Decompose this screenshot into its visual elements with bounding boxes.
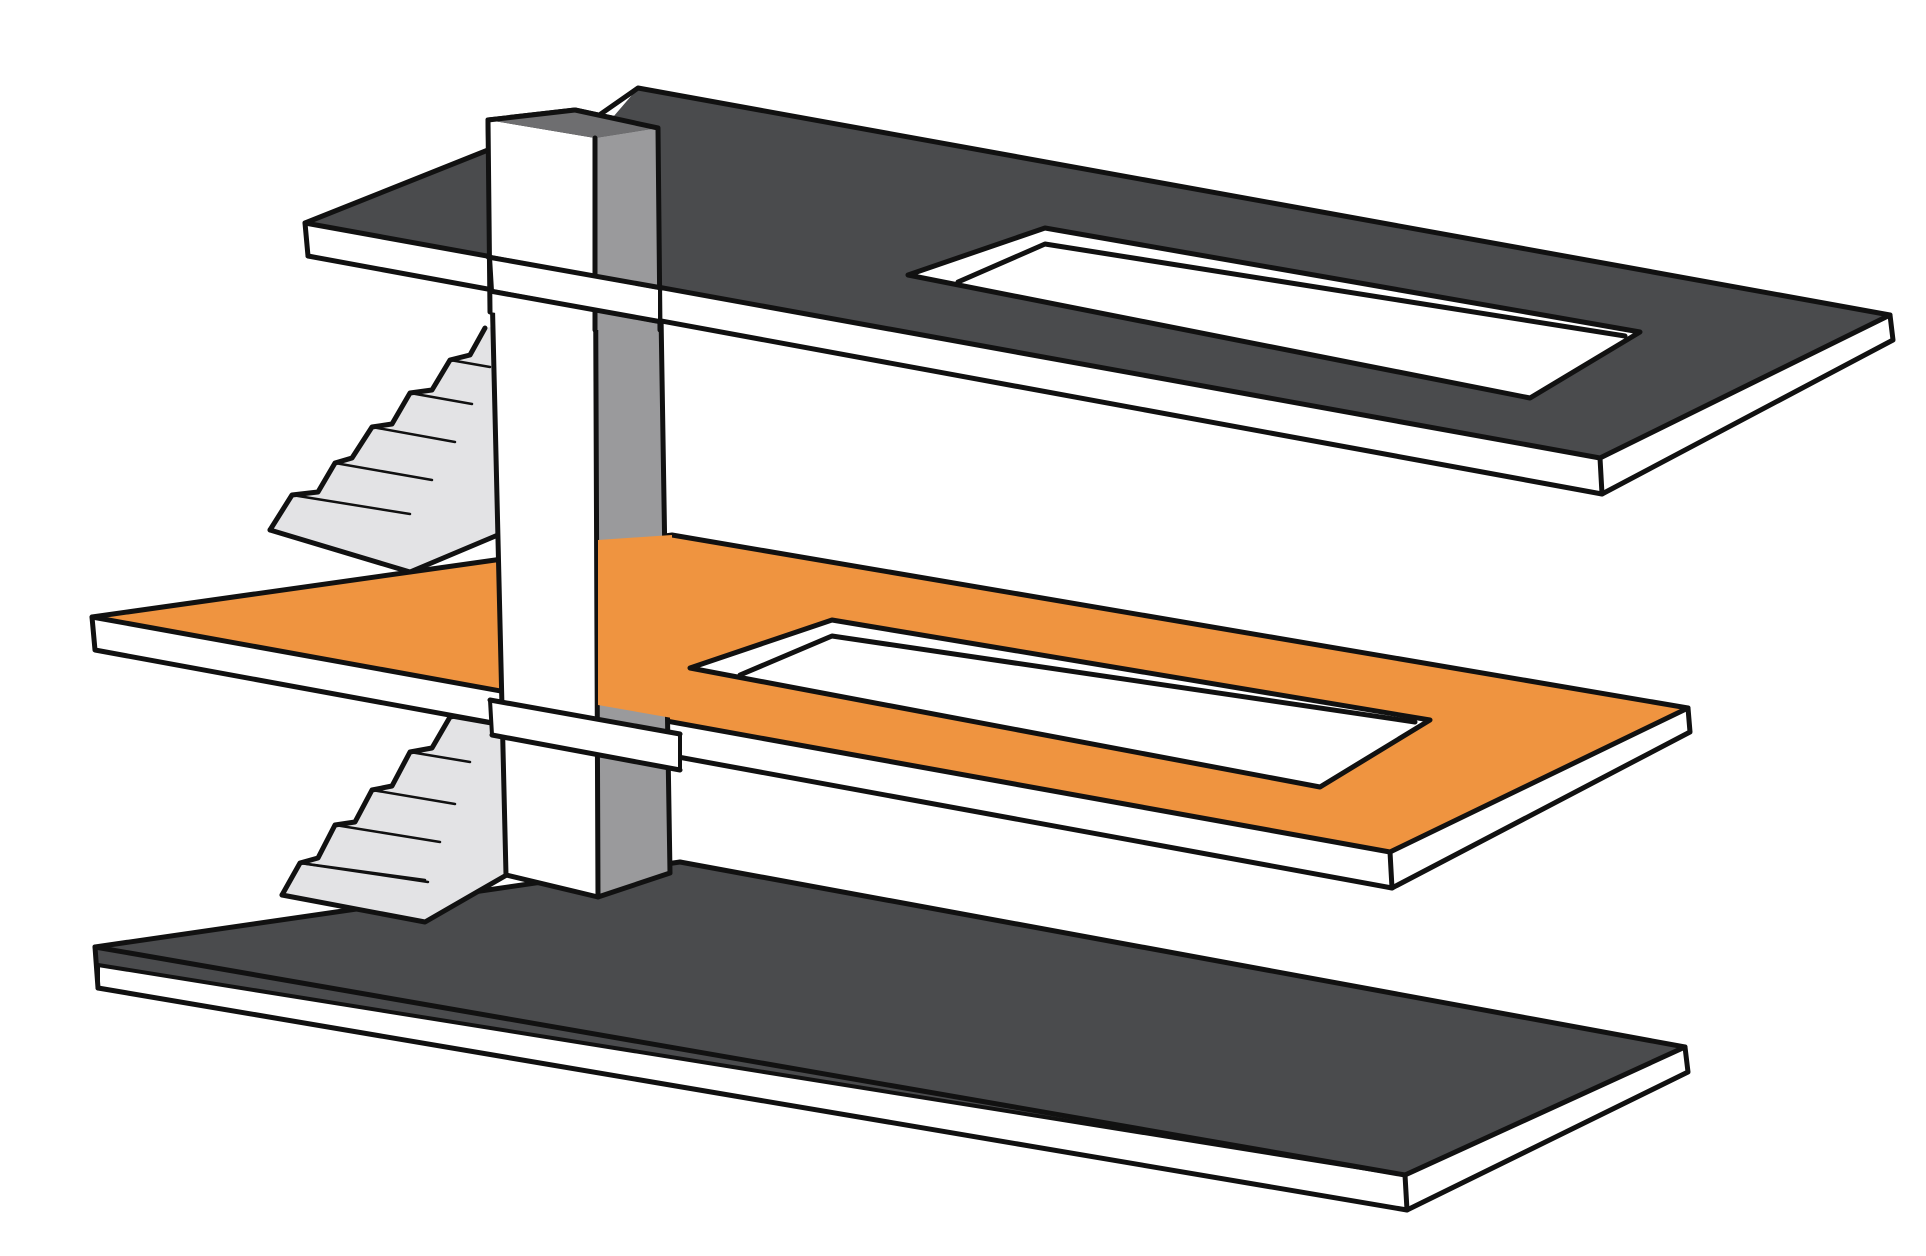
bottom-floor-corner-line xyxy=(1402,1172,1410,1213)
bottom-floor-back-edge-line xyxy=(95,859,1691,1213)
middle-floor xyxy=(89,532,1693,891)
upper-stair-tread-2 xyxy=(333,461,434,482)
column-cap-outline xyxy=(485,107,663,333)
upper-stair-steps xyxy=(267,325,488,533)
lower-stair-tread-2 xyxy=(333,823,442,844)
column-through-top-floor xyxy=(485,107,665,333)
upper-stair-body xyxy=(270,325,505,572)
upper-stair-side-outline xyxy=(267,527,508,575)
upper-stair-tread-3 xyxy=(370,425,457,444)
lower-stair-tread-3 xyxy=(370,788,457,806)
top-floor-back-outline xyxy=(305,85,1896,497)
middle-floor-corner-line xyxy=(1387,849,1395,891)
top-floor-corner-line xyxy=(1597,455,1605,497)
lower-stair-tread-1 xyxy=(298,861,430,884)
upper-stair xyxy=(267,325,508,575)
upper-stair-tread-1 xyxy=(290,493,412,516)
top-floor-opening xyxy=(908,228,1640,398)
middle-floor-front-overlap xyxy=(487,535,683,773)
top-floor-edge-line-upper xyxy=(485,254,665,291)
bottom-floor xyxy=(92,859,1691,1213)
top-floor-opening-inner-edge xyxy=(955,241,1628,339)
middle-floor-opening-outline xyxy=(687,617,1433,790)
lower-stair-tread-4 xyxy=(408,750,472,764)
upper-stair-tread-4 xyxy=(408,391,474,406)
middle-floor-edge-line-upper xyxy=(487,697,683,737)
top-floor-opening-outline xyxy=(905,225,1643,401)
middle-floor-opening-inner-edge xyxy=(737,633,1418,725)
middle-floor-opening xyxy=(690,620,1430,787)
upper-stair-tread-5 xyxy=(448,358,492,369)
middle-floor-surface-behind-column xyxy=(598,535,672,718)
lower-stair-side-outline xyxy=(279,870,513,925)
lower-stair-body xyxy=(282,690,510,922)
top-floor-edge-line-lower xyxy=(487,288,665,325)
middle-floor-edge-line-lower xyxy=(489,732,683,773)
bottom-floor-top-surface xyxy=(95,862,1685,1175)
lower-stair xyxy=(279,687,513,925)
